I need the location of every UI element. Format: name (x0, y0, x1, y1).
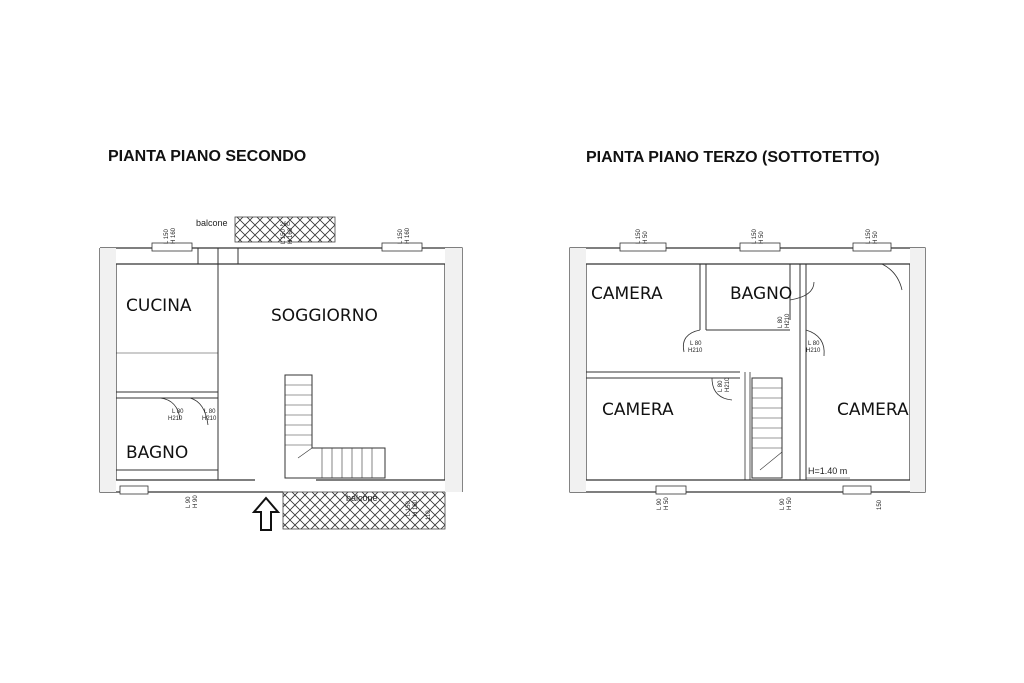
room-label-camera-top-left: CAMERA (591, 284, 663, 304)
label-win1-h: H 160 (171, 227, 177, 244)
label-win3-l-third: L 150 (866, 229, 872, 244)
label-win2-h-third: H 50 (759, 231, 765, 244)
label-door1-l: L 80 (172, 409, 184, 415)
label-height-note: H=1.40 m (808, 466, 847, 476)
label-door2-h-third: H210 (806, 348, 821, 354)
label-win-bottom-h: H 90 (193, 495, 199, 508)
label-win3-h-third: H 50 (873, 231, 879, 244)
label-door2-l-third: L 80 (808, 341, 820, 347)
room-label-cucina: CUCINA (126, 296, 192, 316)
label-win-b2-l-third: L 90 (780, 498, 786, 510)
label-balcone-top: balcone (196, 218, 228, 228)
room-label-bagno-second: BAGNO (126, 443, 188, 463)
label-win-b3-third: 150 (877, 499, 883, 510)
label-door4-l-third: L 80 (778, 316, 784, 328)
label-door1-h: H210 (168, 416, 183, 422)
label-win4-h: H 160 (413, 499, 419, 516)
room-label-camera-right: CAMERA (837, 400, 909, 420)
label-win2-l-third: L 150 (752, 229, 758, 244)
label-win2-h: H 160 (288, 227, 294, 244)
label-dim-260: 260 (280, 222, 291, 228)
label-win1-l: L 150 (164, 229, 170, 244)
label-door3-h-third: H210 (725, 377, 731, 392)
label-win3-l: L 150 (398, 229, 404, 244)
label-win-b1-l-third: L 90 (657, 498, 663, 510)
label-door3-l-third: L 80 (718, 380, 724, 392)
label-balcone-bottom: balcone (346, 493, 378, 503)
room-label-camera-bottom-left: CAMERA (602, 400, 674, 420)
label-win2-l: L 150 (281, 229, 287, 244)
balcony-top (234, 216, 336, 243)
label-door1-h-third: H210 (688, 348, 703, 354)
room-label-bagno-third: BAGNO (730, 284, 792, 304)
room-label-soggiorno: SOGGIORNO (271, 306, 378, 326)
label-win-bottom-l: L 90 (186, 496, 192, 508)
label-door1-l-third: L 80 (690, 341, 702, 347)
label-win-b1-h-third: H 50 (664, 497, 670, 510)
label-win1-l-third: L 150 (636, 229, 642, 244)
label-door2-l: L 80 (204, 409, 216, 415)
plan-title-third-floor: PIANTA PIANO TERZO (SOTTOTETTO) (586, 149, 880, 166)
balcony-bottom (282, 491, 446, 530)
label-win-b2-h-third: H 50 (787, 497, 793, 510)
label-win1-h-third: H 50 (643, 231, 649, 244)
plan-third-floor (569, 242, 926, 495)
label-door2-h: H210 (202, 416, 217, 422)
plan-second-floor (99, 216, 463, 530)
label-win3-h: H 160 (405, 227, 411, 244)
label-dim-110: 110 (426, 510, 432, 520)
label-door4-h-third: H210 (785, 313, 791, 328)
up-arrow-icon (251, 496, 281, 531)
label-win4-l: L 150 (406, 501, 412, 516)
plan-title-second-floor: PIANTA PIANO SECONDO (108, 148, 307, 165)
